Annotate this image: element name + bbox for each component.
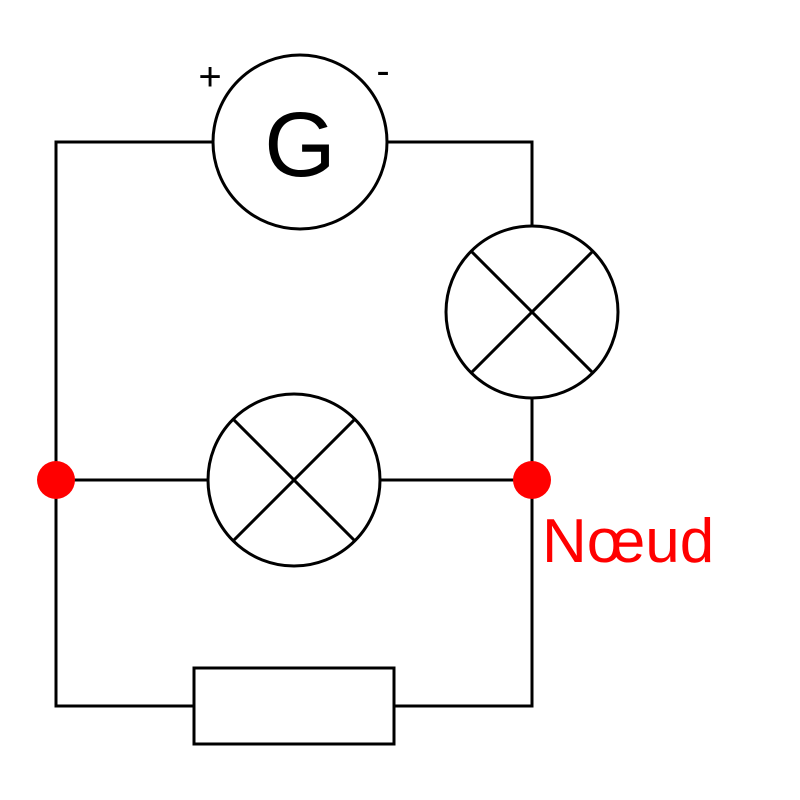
wire-top-left: [54, 140, 214, 482]
wire-bottom-left: [54, 478, 196, 708]
resistor: [192, 666, 396, 746]
node-dot-right: [513, 461, 551, 499]
generator-symbol: G: [264, 94, 336, 196]
node-dot-left: [37, 461, 75, 499]
wire-bottom-right: [392, 478, 534, 708]
node-label: Nœud: [542, 507, 714, 576]
lamp-cross-line: [470, 250, 594, 374]
lamp-upper-right: [444, 224, 620, 400]
lamp-middle: [206, 392, 382, 568]
generator: G + -: [198, 49, 390, 231]
positive-terminal-label: +: [198, 55, 221, 99]
negative-terminal-label: -: [376, 49, 389, 93]
lamp-cross-line: [232, 418, 356, 542]
generator-circle: [211, 53, 389, 231]
wires: [54, 140, 534, 708]
wire-top-right: [386, 140, 534, 228]
